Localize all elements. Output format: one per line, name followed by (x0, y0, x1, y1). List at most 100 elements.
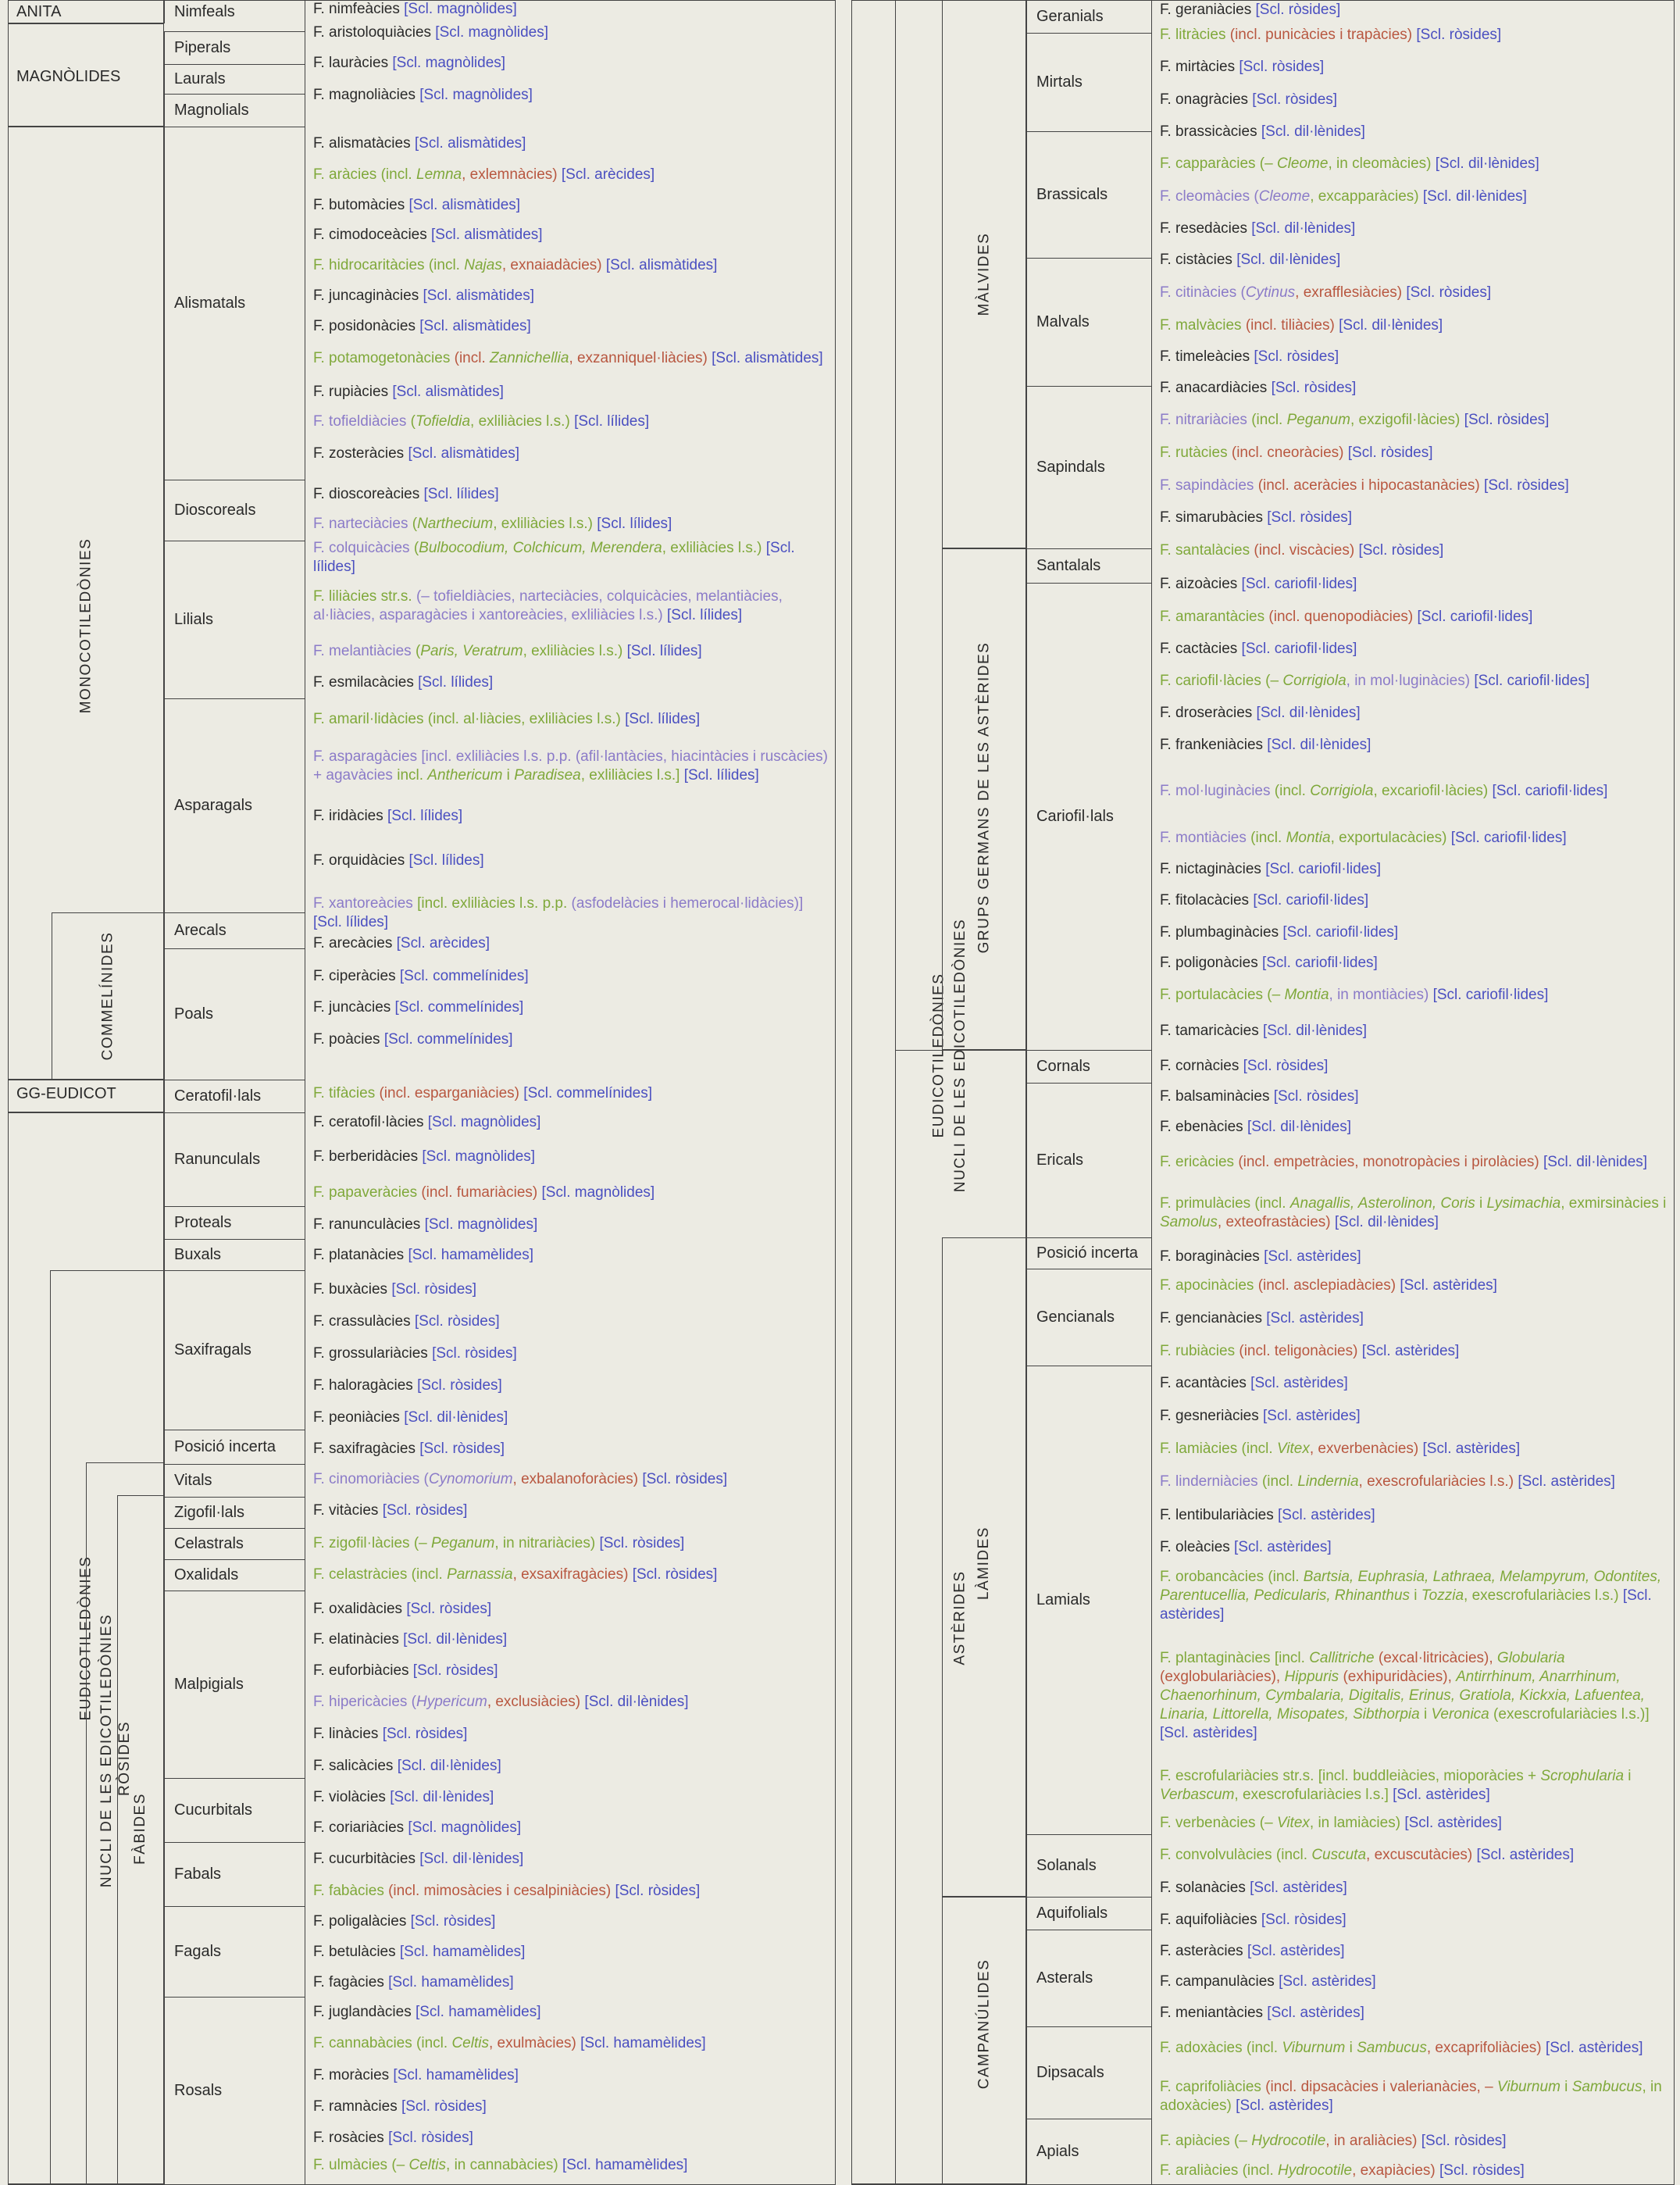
family-entry: F. timeleàcies [Scl. ròsides] (1160, 348, 1339, 365)
family-entry: F. butomàcies [Scl. alismàtides] (313, 197, 521, 213)
family-entry: F. colquicàcies (Bulbocodium, Colchicum,… (313, 539, 795, 575)
order-label: Piperals (174, 39, 231, 56)
family-entry: F. juglandàcies [Scl. hamamèlides] (313, 2004, 541, 2020)
family-entry: F. campanulàcies [Scl. astèrides] (1160, 1973, 1376, 1990)
family-entry: F. hidrocaritàcies (incl. Najas, exnaiad… (313, 257, 718, 273)
order-label: Celastrals (174, 1535, 244, 1552)
family-entry: F. convolvulàcies (incl. Cuscuta, excusc… (1160, 1847, 1575, 1863)
family-entry: F. gencianàcies [Scl. astèrides] (1160, 1310, 1364, 1326)
family-entry: F. tamaricàcies [Scl. dil·lènides] (1160, 1023, 1368, 1039)
family-entry: F. lauràcies [Scl. magnòlides] (313, 55, 506, 71)
family-entry: F. buxàcies [Scl. ròsides] (313, 1281, 477, 1298)
order-santalals: Santalals (1026, 548, 1151, 583)
family-entry: F. lamiàcies (incl. Vitex, exverbenàcies… (1160, 1441, 1521, 1457)
family-entry: F. asteràcies [Scl. astèrides] (1160, 1943, 1345, 1959)
order-label: Malvals (1036, 313, 1090, 330)
family-entry: F. xantoreàcies [incl. exliliàcies l.s. … (313, 894, 804, 930)
family-entry: F. caprifoliàcies (incl. dipsacàcies i v… (1160, 2079, 1662, 2114)
family-entry: F. haloragàcies [Scl. ròsides] (313, 1377, 502, 1394)
family-entry: F. ranunculàcies [Scl. magnòlides] (313, 1216, 538, 1233)
order-label: Solanals (1036, 1857, 1097, 1874)
family-entry: F. fabàcies (incl. mimosàcies i cesalpin… (313, 1883, 701, 1899)
family-entry: F. orquidàcies [Scl. lílides] (313, 852, 484, 869)
family-entry: F. amaril·lidàcies (incl. al·liàcies, ex… (313, 711, 701, 727)
family-entry: F. moràcies [Scl. hamamèlides] (313, 2067, 519, 2083)
order-ericals: Ericals (1026, 1083, 1151, 1237)
order-label: Posició incerta (174, 1438, 276, 1455)
order-label: Fabals (174, 1865, 222, 1883)
order-oxalidals: Oxalidals (164, 1559, 305, 1591)
family-entry: F. narteciàcies (Narthecium, exliliàcies… (313, 516, 672, 532)
order-label: Lilials (174, 611, 214, 628)
order-lamials: Lamials (1026, 1366, 1151, 1834)
family-column: F. nimfeàcies [Scl. magnòlides]F. aristo… (305, 0, 836, 2184)
family-entry: F. iridàcies [Scl. lílides] (313, 808, 463, 824)
order-dioscoreals: Dioscoreals (164, 480, 305, 541)
family-entry: F. plumbaginàcies [Scl. cariofil·lides] (1160, 924, 1399, 941)
order-malpigials: Malpigials (164, 1591, 305, 1778)
family-entry: F. cimodoceàcies [Scl. alismàtides] (313, 227, 543, 243)
family-entry: F. zigofil·làcies (– Peganum, in nitrari… (313, 1535, 685, 1551)
order-celastrals: Celastrals (164, 1528, 305, 1559)
family-column: F. geraniàcies [Scl. ròsides]F. litràcie… (1151, 0, 1675, 2184)
family-entry: F. escrofulariàcies str.s. [incl. buddle… (1160, 1768, 1632, 1803)
group-anita: ANITA (8, 0, 164, 23)
order-label: Saxifragals (174, 1341, 251, 1358)
group-label: MAGNÒLIDES (16, 68, 121, 85)
family-entry: F. rubiàcies (incl. teligonàcies) [Scl. … (1160, 1343, 1460, 1359)
family-entry: F. capparàcies (– Cleome, in cleomàcies)… (1160, 155, 1539, 172)
order-gencianals: Gencianals (1026, 1269, 1151, 1366)
family-entry: F. melantiàcies (Paris, Veratrum, exlili… (313, 642, 702, 659)
group-fabides: FÀBIDES (117, 1495, 164, 2184)
order-label: Gencianals (1036, 1309, 1115, 1326)
order-aquifolials: Aquifolials (1026, 1897, 1151, 1930)
family-entry: F. plantaginàcies [incl. Callitriche (ex… (1160, 1650, 1650, 1741)
family-entry: F. alismatàcies [Scl. alismàtides] (313, 135, 526, 152)
group-label: CAMPANÚLIDES (976, 1958, 993, 2090)
order-label: Ericals (1036, 1151, 1084, 1169)
order-label: Magnolials (174, 102, 249, 119)
family-entry: F. sapindàcies (incl. aceràcies i hipoca… (1160, 477, 1569, 494)
family-entry: F. liliàcies str.s. (– tofieldiàcies, na… (313, 588, 783, 623)
order-sapindals: Sapindals (1026, 386, 1151, 548)
order-cucurbitals: Cucurbitals (164, 1778, 305, 1842)
order-buxals: Buxals (164, 1239, 305, 1270)
family-entry: F. dioscoreàcies [Scl. lílides] (313, 486, 499, 502)
order-asparagals: Asparagals (164, 698, 305, 912)
family-entry: F. magnoliàcies [Scl. magnòlides] (313, 87, 533, 103)
family-entry: F. araliàcies (incl. Hydrocotile, exapià… (1160, 2162, 1525, 2179)
family-entry: F. malvàcies (incl. tiliàcies) [Scl. dil… (1160, 317, 1443, 334)
order-magnolials: Magnolials (164, 94, 305, 127)
order-proteals: Proteals (164, 1206, 305, 1239)
family-entry: F. ebenàcies [Scl. dil·lènides] (1160, 1119, 1352, 1135)
order-label: Asterals (1036, 1969, 1093, 1987)
order-label: Cariofil·lals (1036, 808, 1114, 825)
order-malvals: Malvals (1026, 258, 1151, 386)
family-entry: F. cactàcies [Scl. cariofil·lides] (1160, 641, 1357, 657)
family-entry: F. elatinàcies [Scl. dil·lènides] (313, 1631, 508, 1648)
order-mirtals: Mirtals (1026, 33, 1151, 131)
family-entry: F. tifàcies (incl. esparganiàcies) [Scl.… (313, 1085, 653, 1101)
order-ranunculals: Ranunculals (164, 1112, 305, 1206)
family-entry: F. cleomàcies (Cleome, excapparàcies) [S… (1160, 188, 1527, 205)
family-entry: F. oxalidàcies [Scl. ròsides] (313, 1601, 492, 1617)
family-entry: F. verbenàcies (– Vitex, in lamiàcies) [… (1160, 1815, 1502, 1831)
order-label: Posició incerta (1036, 1244, 1139, 1262)
family-entry: F. simarubàcies [Scl. ròsides] (1160, 509, 1353, 526)
family-entry: F. platanàcies [Scl. hamamèlides] (313, 1247, 533, 1263)
family-entry: F. coriariàcies [Scl. magnòlides] (313, 1819, 522, 1836)
family-entry: F. resedàcies [Scl. dil·lènides] (1160, 220, 1356, 237)
order-piperals: Piperals (164, 31, 305, 64)
order-label: Nimfeals (174, 3, 235, 20)
family-entry: F. salicàcies [Scl. dil·lènides] (313, 1758, 501, 1774)
order-laurals: Laurals (164, 64, 305, 94)
group-malvides: MÀLVIDES (942, 0, 1026, 548)
group-magnolides: MAGNÒLIDES (8, 23, 164, 127)
family-entry: F. ceratofil·làcies [Scl. magnòlides] (313, 1114, 541, 1130)
order-dipsacals: Dipsacals (1026, 2026, 1151, 2119)
family-entry: F. saxifragàcies [Scl. ròsides] (313, 1441, 505, 1457)
family-entry: F. boraginàcies [Scl. astèrides] (1160, 1248, 1361, 1265)
family-entry: F. juncaginàcies [Scl. alismàtides] (313, 287, 535, 304)
group-label: MONOCOTILEDÒNIES (77, 537, 95, 714)
family-entry: F. aristoloquiàcies [Scl. magnòlides] (313, 24, 548, 41)
